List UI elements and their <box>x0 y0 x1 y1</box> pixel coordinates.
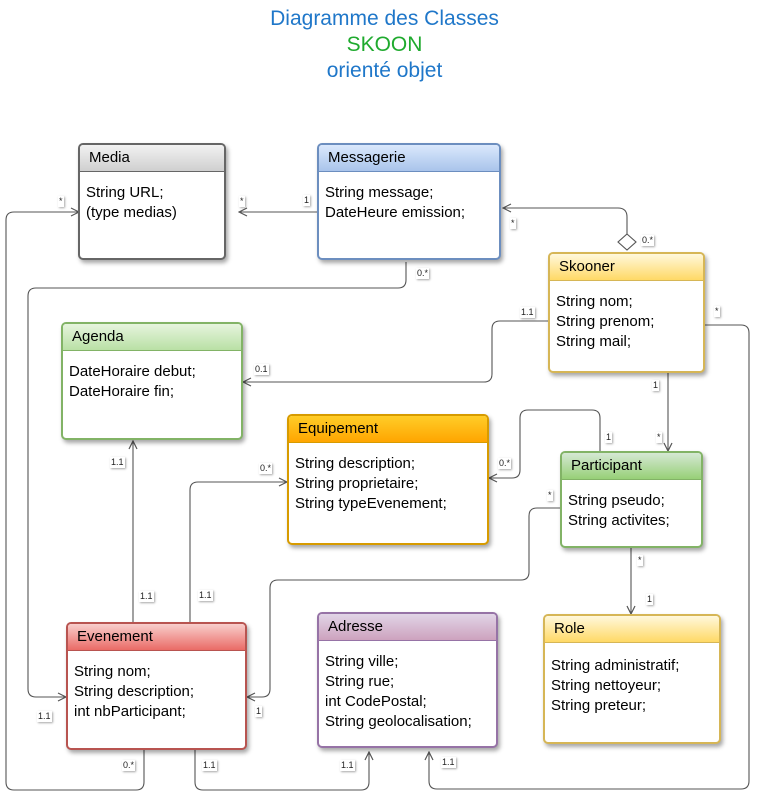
class-role[interactable]: Role String administratif; String nettoy… <box>543 614 721 744</box>
multiplicity-label: 0.* <box>641 235 655 246</box>
title-line-3: orienté objet <box>326 59 443 82</box>
multiplicity-label: 1 <box>646 594 654 605</box>
class-media-name: Media <box>80 145 224 172</box>
class-agenda-name: Agenda <box>63 324 241 351</box>
attr: DateHeure emission; <box>325 204 466 221</box>
attr: String description; <box>295 455 416 472</box>
multiplicity-label: * <box>547 490 553 501</box>
class-role-attrs: String administratif; String nettoyeur; … <box>545 643 719 716</box>
attr: String typeEvenement; <box>295 495 447 512</box>
edge-evenement-adresse <box>194 750 369 791</box>
class-participant-attrs: String pseudo; String activites; <box>562 480 701 531</box>
title-line-2: SKOON <box>346 33 423 56</box>
multiplicity-label: * <box>656 432 662 443</box>
class-media[interactable]: Media String URL; (type medias) <box>78 143 226 260</box>
multiplicity-label: 1 <box>303 195 311 206</box>
attr: int nbParticipant; <box>74 703 186 720</box>
class-adresse-attrs: String ville; String rue; int CodePostal… <box>319 641 496 732</box>
attr: String prenom; <box>556 313 655 330</box>
class-skooner-attrs: String nom; String prenom; String mail; <box>550 281 703 352</box>
class-agenda-attrs: DateHoraire debut; DateHoraire fin; <box>63 351 241 402</box>
attr: String pseudo; <box>568 492 665 509</box>
multiplicity-label: 1.1 <box>139 591 154 602</box>
attr: String administratif; <box>551 657 680 674</box>
attr: String rue; <box>325 673 395 690</box>
class-equipement-name: Equipement <box>289 416 487 443</box>
class-agenda[interactable]: Agenda DateHoraire debut; DateHoraire fi… <box>61 322 243 440</box>
class-evenement-name: Evenement <box>68 624 245 651</box>
multiplicity-label: 1 <box>605 432 613 443</box>
multiplicity-label: 0.* <box>259 463 273 474</box>
multiplicity-label: 0.* <box>498 458 512 469</box>
attr: DateHoraire fin; <box>69 383 175 400</box>
class-skooner-name: Skooner <box>550 254 703 281</box>
class-evenement[interactable]: Evenement String nom; String description… <box>66 622 247 750</box>
attr: String nom; <box>74 663 151 680</box>
multiplicity-label: * <box>510 218 516 229</box>
attr: String geolocalisation; <box>325 713 472 730</box>
multiplicity-label: 0.* <box>122 760 136 771</box>
attr: String activites; <box>568 512 670 529</box>
attr: String nom; <box>556 293 633 310</box>
attr: String nettoyeur; <box>551 677 662 694</box>
multiplicity-label: * <box>714 306 720 317</box>
attr: DateHoraire debut; <box>69 363 196 380</box>
class-media-attrs: String URL; (type medias) <box>80 172 224 223</box>
attr: String ville; <box>325 653 399 670</box>
multiplicity-label: * <box>637 555 643 566</box>
class-participant-name: Participant <box>562 453 701 480</box>
attr: String mail; <box>556 333 632 350</box>
multiplicity-label: 1.1 <box>520 307 535 318</box>
multiplicity-label: 1.1 <box>110 457 125 468</box>
attr: (type medias) <box>86 204 177 221</box>
attr: String proprietaire; <box>295 475 419 492</box>
multiplicity-label: 0.1 <box>254 364 269 375</box>
multiplicity-label: 1.1 <box>198 590 213 601</box>
edge-evenement-media <box>5 212 145 791</box>
class-evenement-attrs: String nom; String description; int nbPa… <box>68 651 245 722</box>
multiplicity-label: 1.1 <box>441 757 456 768</box>
attr: String message; <box>325 184 434 201</box>
class-adresse[interactable]: Adresse String ville; String rue; int Co… <box>317 612 498 748</box>
multiplicity-label: 1 <box>652 380 660 391</box>
multiplicity-label: 1.1 <box>202 760 217 771</box>
class-messagerie[interactable]: Messagerie String message; DateHeure emi… <box>317 143 501 260</box>
edge-skooner-messagerie <box>503 208 628 240</box>
attr: String URL; <box>86 184 164 201</box>
edge-messagerie-evenement <box>27 262 407 697</box>
class-participant[interactable]: Participant String pseudo; String activi… <box>560 451 703 548</box>
multiplicity-label: 1.1 <box>37 711 52 722</box>
class-equipement[interactable]: Equipement String description; String pr… <box>287 414 489 545</box>
edge-participant-equipement <box>489 409 601 478</box>
class-adresse-name: Adresse <box>319 614 496 641</box>
aggregation-diamond <box>617 233 637 251</box>
class-messagerie-attrs: String message; DateHeure emission; <box>319 172 499 223</box>
class-equipement-attrs: String description; String proprietaire;… <box>289 443 487 514</box>
diagram-title: Diagramme des Classes SKOON orienté obje… <box>0 6 769 84</box>
edge-participant-evenement <box>247 507 561 697</box>
multiplicity-label: 1 <box>255 706 263 717</box>
multiplicity-label: * <box>58 196 64 207</box>
attr: int CodePostal; <box>325 693 427 710</box>
class-skooner[interactable]: Skooner String nom; String prenom; Strin… <box>548 252 705 373</box>
edge-evenement-equipement <box>189 482 287 622</box>
edge-skooner-adresse <box>429 324 750 790</box>
multiplicity-label: 1.1 <box>340 760 355 771</box>
multiplicity-label: * <box>239 196 245 207</box>
class-messagerie-name: Messagerie <box>319 145 499 172</box>
edge-skooner-agenda <box>243 320 548 382</box>
title-line-1: Diagramme des Classes <box>270 7 499 30</box>
class-role-name: Role <box>545 616 719 643</box>
attr: String preteur; <box>551 697 647 714</box>
attr: String description; <box>74 683 195 700</box>
multiplicity-label: 0.* <box>416 268 430 279</box>
